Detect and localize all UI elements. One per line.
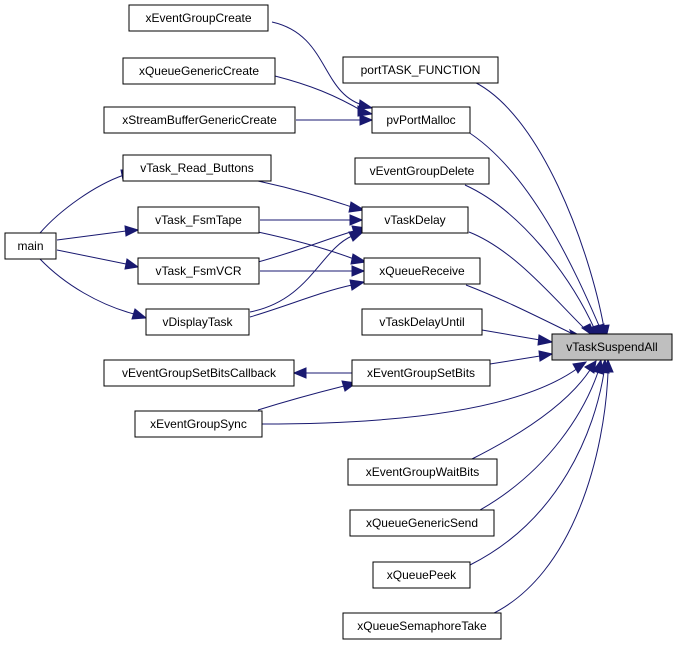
node-porttaskfunction[interactable]: portTASK_FUNCTION bbox=[342, 56, 499, 84]
edge-main-vtaskfsmvcr bbox=[56, 249, 140, 270]
edge-xeventgroupcreate-pvportmalloc bbox=[271, 21, 374, 110]
node-label: xEventGroupCreate bbox=[145, 11, 251, 25]
node-vdisplaytask[interactable]: vDisplayTask bbox=[145, 308, 250, 336]
node-label: xQueueReceive bbox=[379, 264, 465, 278]
node-veventgroupdelete[interactable]: vEventGroupDelete bbox=[354, 157, 490, 185]
node-label: xEventGroupSetBits bbox=[367, 366, 475, 380]
node-label: vTask_FsmTape bbox=[155, 213, 242, 227]
node-xqueuereceive[interactable]: xQueueReceive bbox=[363, 257, 481, 285]
node-label: vDisplayTask bbox=[162, 315, 233, 329]
edge-xstreambuffer-pvportmalloc bbox=[296, 114, 374, 126]
node-label: vEventGroupDelete bbox=[370, 164, 475, 178]
node-veventgroupsetbitscallback[interactable]: vEventGroupSetBitsCallback bbox=[103, 359, 295, 387]
node-label: xQueueGenericCreate bbox=[139, 64, 259, 78]
node-label: portTASK_FUNCTION bbox=[361, 63, 481, 77]
node-label: main bbox=[17, 239, 43, 253]
node-vtasksuspendall[interactable]: vTaskSuspendAll bbox=[551, 333, 673, 361]
call-edges bbox=[39, 21, 614, 616]
node-xqueuegenericsend[interactable]: xQueueGenericSend bbox=[349, 509, 495, 537]
node-label: vTaskDelay bbox=[384, 213, 445, 227]
node-label: vTaskSuspendAll bbox=[566, 340, 657, 354]
node-pvportmalloc[interactable]: pvPortMalloc bbox=[371, 106, 471, 134]
edge-vtaskfsmvcr-xqueuereceive bbox=[260, 265, 366, 277]
edge-vtaskfsmvcr-vtaskdelay bbox=[257, 225, 368, 263]
node-label: vEventGroupSetBitsCallback bbox=[122, 366, 277, 380]
node-xqueuesemaphoretake[interactable]: xQueueSemaphoreTake bbox=[342, 612, 502, 640]
edge-xqueuereceive-vtasksuspendall bbox=[465, 284, 586, 341]
node-xeventgroupcreate[interactable]: xEventGroupCreate bbox=[128, 4, 269, 32]
node-main[interactable]: main bbox=[4, 232, 57, 260]
edge-xqueuegenericcreate-pvportmalloc bbox=[274, 75, 374, 117]
edge-vdisplaytask-vtaskdelay bbox=[249, 230, 366, 313]
edge-xeventgroupsetbits-vtasksuspendall bbox=[489, 350, 554, 365]
node-vtaskfsmtape[interactable]: vTask_FsmTape bbox=[137, 206, 260, 234]
edge-xeventgroupsync-vtasksuspendall bbox=[261, 361, 588, 425]
node-label: xEventGroupSync bbox=[150, 417, 247, 431]
edge-veventgroupdelete-vtasksuspendall bbox=[464, 184, 600, 341]
node-vtaskreadbuttons[interactable]: vTask_Read_Buttons bbox=[122, 154, 272, 182]
node-xqueuepeek[interactable]: xQueuePeek bbox=[372, 561, 471, 589]
node-label: xEventGroupWaitBits bbox=[366, 465, 480, 479]
node-vtaskdelay[interactable]: vTaskDelay bbox=[361, 206, 469, 234]
node-label: vTaskDelayUntil bbox=[379, 315, 464, 329]
edge-main-vtaskfsmtape bbox=[56, 225, 140, 241]
call-nodes: xEventGroupCreate xQueueGenericCreate xS… bbox=[4, 4, 673, 640]
node-label: vTask_Read_Buttons bbox=[140, 161, 253, 175]
node-label: xQueueGenericSend bbox=[366, 516, 478, 530]
edge-vtaskfsmtape-vtaskdelay bbox=[260, 214, 364, 226]
edge-vdisplaytask-xqueuereceive bbox=[249, 279, 366, 318]
edge-xeventgroupsetbits-veventgroupsetbitscallback bbox=[292, 367, 352, 379]
node-label: xQueuePeek bbox=[387, 568, 457, 582]
node-label: xStreamBufferGenericCreate bbox=[122, 113, 277, 127]
node-label: xQueueSemaphoreTake bbox=[357, 619, 487, 633]
edge-main-vtaskreadbuttons bbox=[39, 169, 137, 234]
node-xeventgroupwaitbits[interactable]: xEventGroupWaitBits bbox=[347, 458, 498, 486]
node-xstreambuffergenericcreate[interactable]: xStreamBufferGenericCreate bbox=[103, 106, 296, 134]
node-xeventgroupsetbits[interactable]: xEventGroupSetBits bbox=[351, 359, 491, 387]
node-label: vTask_FsmVCR bbox=[155, 264, 241, 278]
edge-vtaskdelayuntil-vtasksuspendall bbox=[481, 329, 554, 346]
edge-main-vdisplaytask bbox=[39, 258, 148, 320]
edge-vtaskreadbuttons-vtaskdelay bbox=[257, 180, 366, 213]
node-vtaskfsmvcr[interactable]: vTask_FsmVCR bbox=[137, 257, 260, 285]
node-xqueuegenericcreate[interactable]: xQueueGenericCreate bbox=[122, 57, 276, 85]
node-vtaskdelayuntil[interactable]: vTaskDelayUntil bbox=[361, 308, 483, 336]
node-xeventgroupsync[interactable]: xEventGroupSync bbox=[134, 410, 263, 438]
edge-xqueuesemaphoretake-vtasksuspendall bbox=[489, 358, 614, 616]
edge-vtaskdelay-vtasksuspendall bbox=[468, 231, 597, 339]
edge-xqueuegenericsend-vtasksuspendall bbox=[479, 358, 604, 511]
node-label: pvPortMalloc bbox=[386, 113, 455, 127]
